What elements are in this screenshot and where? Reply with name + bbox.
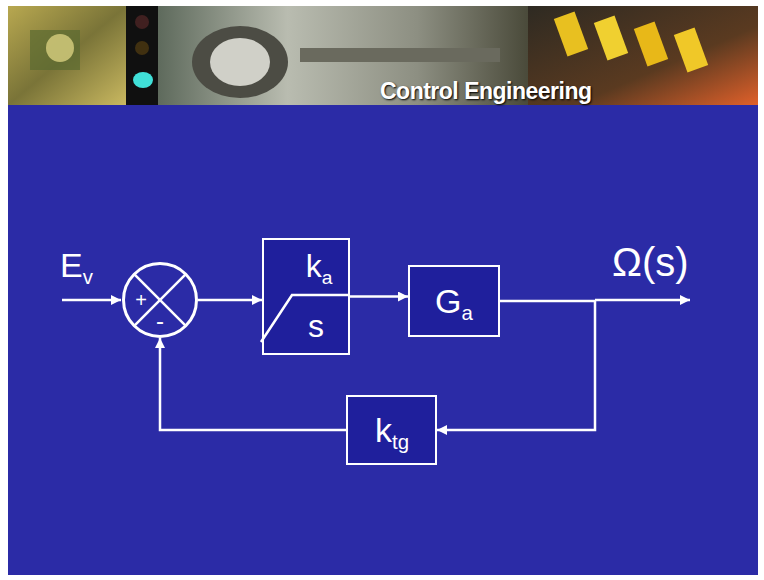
main-symbol: k bbox=[306, 248, 322, 284]
plus-sign: + bbox=[135, 290, 147, 310]
signal-wire bbox=[198, 299, 262, 302]
saturation-symbol bbox=[262, 238, 350, 355]
banner-photos bbox=[8, 6, 758, 105]
subscript: v bbox=[83, 266, 93, 288]
signal-wire bbox=[350, 295, 408, 298]
input-signal: Ev bbox=[60, 248, 93, 282]
laplace-variable: s bbox=[308, 310, 324, 342]
subscript: tg bbox=[392, 431, 409, 453]
minus-sign: - bbox=[156, 309, 164, 333]
gain-symbol: ka bbox=[306, 250, 333, 282]
output-arrow bbox=[595, 299, 690, 302]
output-signal: Ω(s) bbox=[612, 242, 689, 282]
transfer-block: Ga bbox=[408, 265, 500, 337]
blue-panel bbox=[8, 105, 758, 575]
junction-circle bbox=[124, 264, 197, 337]
limiter-line bbox=[261, 295, 350, 342]
banner-title: Control Engineering bbox=[380, 80, 592, 103]
main-symbol: G bbox=[435, 282, 461, 320]
main-symbol: E bbox=[60, 246, 83, 284]
feedback-block: ktg bbox=[346, 395, 437, 465]
main-symbol: k bbox=[375, 411, 392, 449]
subscript: a bbox=[462, 302, 473, 324]
input-arrow bbox=[62, 299, 121, 302]
tacho-gain: ktg bbox=[375, 413, 409, 447]
transfer-symbol: Ga bbox=[435, 284, 473, 318]
summing-junction: +- bbox=[122, 262, 198, 338]
subscript: a bbox=[322, 267, 333, 288]
integrator-block: ka s bbox=[262, 238, 350, 355]
